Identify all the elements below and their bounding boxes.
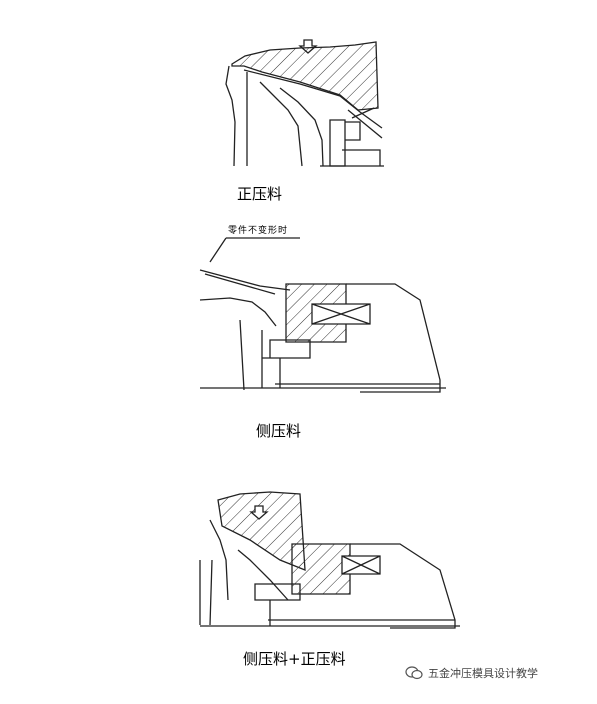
watermark: 五金冲压模具设计教学 xyxy=(405,665,538,681)
upper-die-outline xyxy=(199,519,289,626)
lower-die-base xyxy=(200,619,460,627)
lower-die-base xyxy=(200,383,446,389)
caption-top-pressure: 正压料 xyxy=(237,185,283,203)
diagram-top-pressure xyxy=(225,39,384,167)
lower-die-block xyxy=(329,119,361,167)
sheet-line xyxy=(199,269,291,295)
cam-driver-block xyxy=(346,283,441,393)
diagram-side-pressure xyxy=(199,237,446,393)
watermark-text: 五金冲压模具设计教学 xyxy=(428,667,538,680)
diagram-combined-pressure xyxy=(199,491,460,629)
cam-cross xyxy=(311,303,371,325)
cam-driver-block xyxy=(350,543,456,629)
side-slider-hatched xyxy=(291,543,351,595)
note-leader xyxy=(209,237,300,263)
lower-die-base xyxy=(320,149,384,167)
wechat-icon xyxy=(405,666,423,680)
upper-die-outline xyxy=(199,297,277,391)
cam-cross xyxy=(341,555,381,575)
caption-combined-pressure: 侧压料+正压料 xyxy=(243,650,346,668)
pressure-pad-hatched xyxy=(231,41,379,111)
caption-side-pressure: 侧压料 xyxy=(256,422,302,440)
lower-die-block xyxy=(254,583,301,626)
punch-outline xyxy=(225,65,324,167)
note-no-deformation: 零件不变形时 xyxy=(228,226,289,236)
lower-die-block xyxy=(262,339,311,388)
down-arrow-icon xyxy=(249,505,269,520)
cam-cross xyxy=(347,107,383,139)
sheet-line xyxy=(243,69,383,129)
